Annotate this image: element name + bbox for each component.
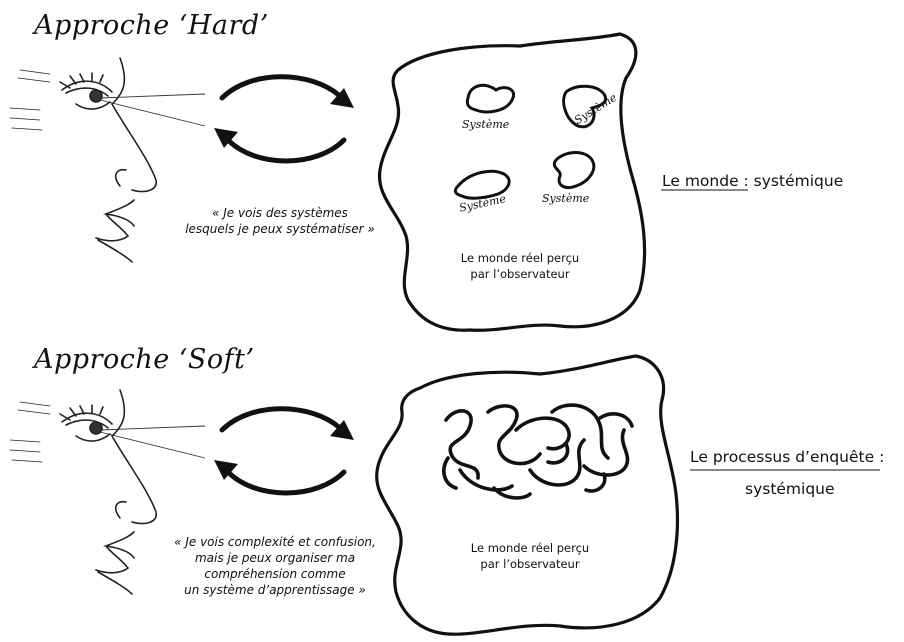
tangled-mess-icon (444, 405, 632, 498)
soft-side-label-line2: systémique (745, 480, 835, 498)
soft-observer-quote: « Je vois complexité et confusion, mais … (150, 534, 400, 598)
soft-side-label: Le processus d’enquête : (690, 448, 884, 466)
feedback-arrows-icon (222, 409, 344, 493)
soft-side-label-main: Le processus d’enquête : (690, 448, 884, 466)
observer-face-icon (10, 390, 156, 594)
soft-world-caption: Le monde réel perçu par l’observateur (440, 540, 620, 572)
